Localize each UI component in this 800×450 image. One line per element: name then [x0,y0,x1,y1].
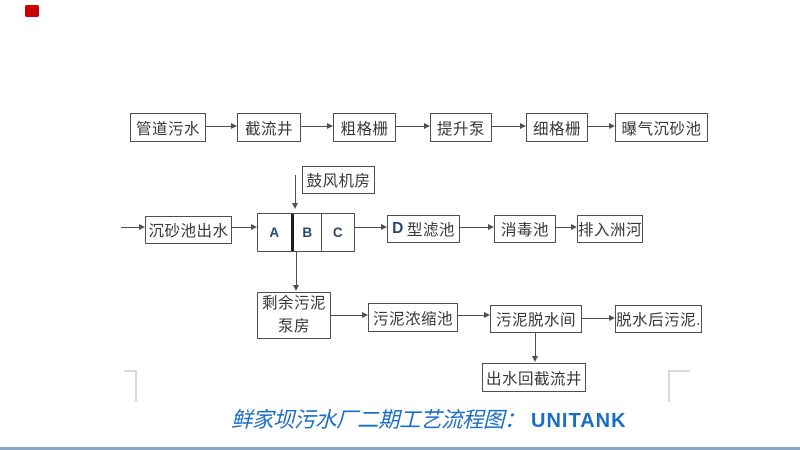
node-label: 细格栅 [532,120,581,138]
node-label-line2: 泵房 [277,317,310,335]
node-label: 沉砂池出水 [148,223,229,240]
unitank-cell-a: A [258,214,294,251]
node-return-well: 出水回截流井 [482,363,586,392]
arrow-unitank-down [293,252,299,291]
node-label: 截流井 [244,120,293,138]
node-river-outfall: 排入洲河 [577,215,643,243]
node-label: 鼓风机房 [306,173,371,190]
caption-highlight: UNITANK [531,410,627,432]
unitank-cell-b: B [294,214,322,251]
node-coarse-screen: 粗格栅 [333,113,396,142]
red-marker [25,5,39,17]
node-label: 出水回截流井 [485,370,582,388]
node-label: 脱水后污泥. [616,312,701,329]
arrow-row1-4 [492,123,526,129]
node-label-latin: D [392,220,404,237]
arrow-row2-2 [355,224,387,230]
node-label-line1: 剩余污泥 [261,295,326,313]
node-label: 型滤池 [406,222,455,239]
arrow-row1-1 [206,123,237,129]
node-grit-effluent: 沉砂池出水 [145,216,232,244]
node-label: 污泥浓缩池 [372,310,453,328]
node-label: 管道污水 [135,120,200,138]
caption-text: 鲜家坝污水厂二期工艺流程图： [231,408,526,433]
node-aerated-grit-chamber: 曝气沉砂池 [615,113,708,142]
arrow-blower-down [292,175,298,209]
arrow-row2-3 [460,224,494,230]
node-label: 粗格栅 [340,120,389,138]
arrow-row1-2 [301,123,333,129]
node-lift-pump: 提升泵 [430,113,492,142]
arrow-row2-entry [121,224,145,230]
node-disinfection-tank: 消毒池 [494,215,556,243]
node-unitank: A B C [257,213,355,252]
node-label: 排入洲河 [578,222,643,239]
node-label: 消毒池 [500,222,549,239]
node-pipeline-sewage: 管道污水 [130,113,206,142]
node-dewatered-sludge: 脱水后污泥. [615,305,702,333]
unitank-cell-c: C [332,225,344,240]
arrow-dewatering-down [532,333,538,362]
arrow-row2-1 [232,224,257,230]
footer-line [0,447,800,450]
arrow-row3-2 [458,312,490,318]
node-label: 污泥脱水间 [495,312,576,329]
node-label: 提升泵 [436,120,485,138]
arrow-row1-3 [396,123,430,129]
node-fine-screen: 细格栅 [526,113,588,142]
node-blower-room: 鼓风机房 [302,166,375,194]
arrow-row3-3 [582,315,615,321]
node-label: 曝气沉砂池 [621,120,702,138]
arrow-row2-4 [556,224,577,230]
corner-mark-left [124,370,137,402]
node-excess-sludge-pump-house: 剩余污泥 泵房 [257,292,331,339]
node-sludge-thickener: 污泥浓缩池 [368,303,458,332]
caption: 鲜家坝污水厂二期工艺流程图：UNITANK [231,403,627,434]
corner-mark-right [668,370,690,402]
arrow-row3-1 [331,312,368,318]
node-intercepting-well: 截流井 [237,113,301,142]
arrow-row1-5 [588,123,615,129]
node-sludge-dewatering-room: 污泥脱水间 [490,305,582,333]
